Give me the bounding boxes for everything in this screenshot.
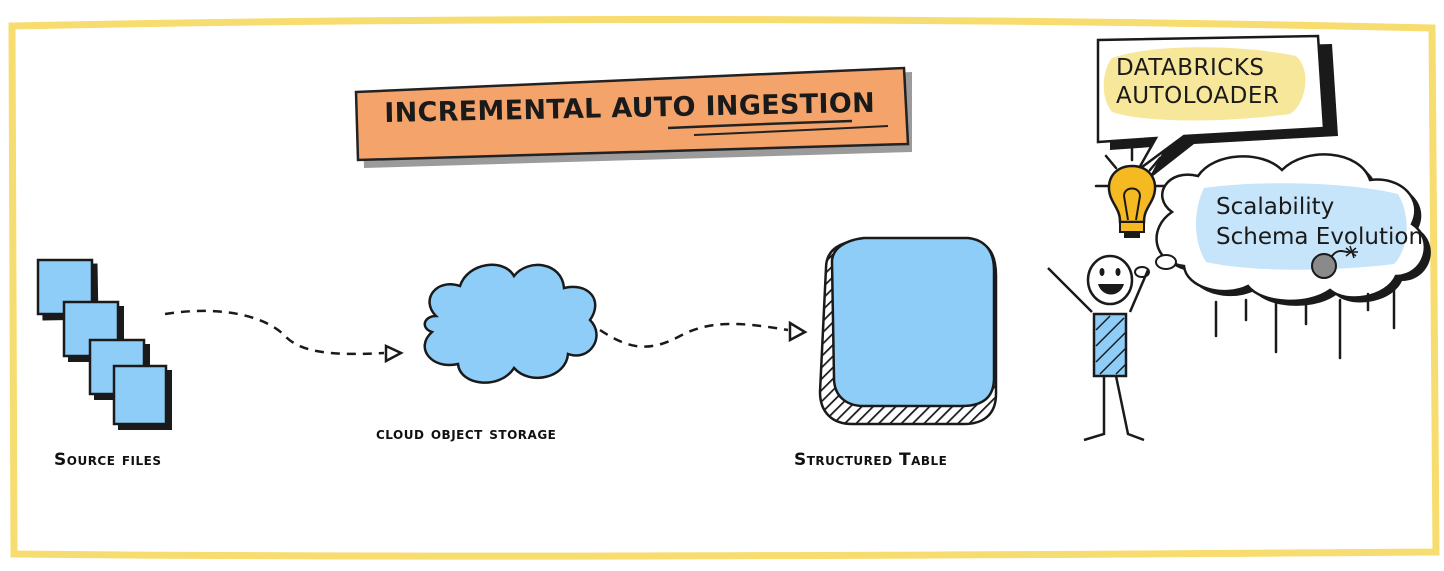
table-icon: [818, 236, 998, 426]
arrow-source-to-storage: [164, 309, 404, 364]
callout-line-1: DATABRICKS: [1116, 55, 1265, 81]
callout-line-2: AUTOLOADER: [1116, 83, 1280, 109]
speech-bubble: [1096, 34, 1338, 180]
cloud-icon: [423, 263, 598, 384]
label-structured-table: Structured Table: [794, 450, 948, 470]
stick-figure-icon: [1047, 254, 1150, 442]
label-cloud-object-storage: cloud object storage: [376, 424, 557, 444]
arrow-storage-to-table: [599, 320, 808, 348]
rain-lines: [1214, 282, 1396, 360]
benefit-schema-evolution: Schema Evolution: [1216, 224, 1424, 250]
benefits-text: Scalability Schema Evolution: [1216, 192, 1423, 252]
yellow-frame: [8, 16, 1440, 560]
title-banner: [354, 66, 912, 168]
lightbulb-icon: [1094, 144, 1170, 238]
benefit-scalability: Scalability: [1216, 194, 1335, 220]
source-files-icon: [36, 258, 172, 430]
bomb-icon: [1311, 245, 1358, 279]
callout-text: DATABRICKS AUTOLOADER: [1116, 54, 1279, 110]
thought-cloud: [1134, 153, 1431, 306]
label-source-files: Source files: [54, 450, 162, 470]
